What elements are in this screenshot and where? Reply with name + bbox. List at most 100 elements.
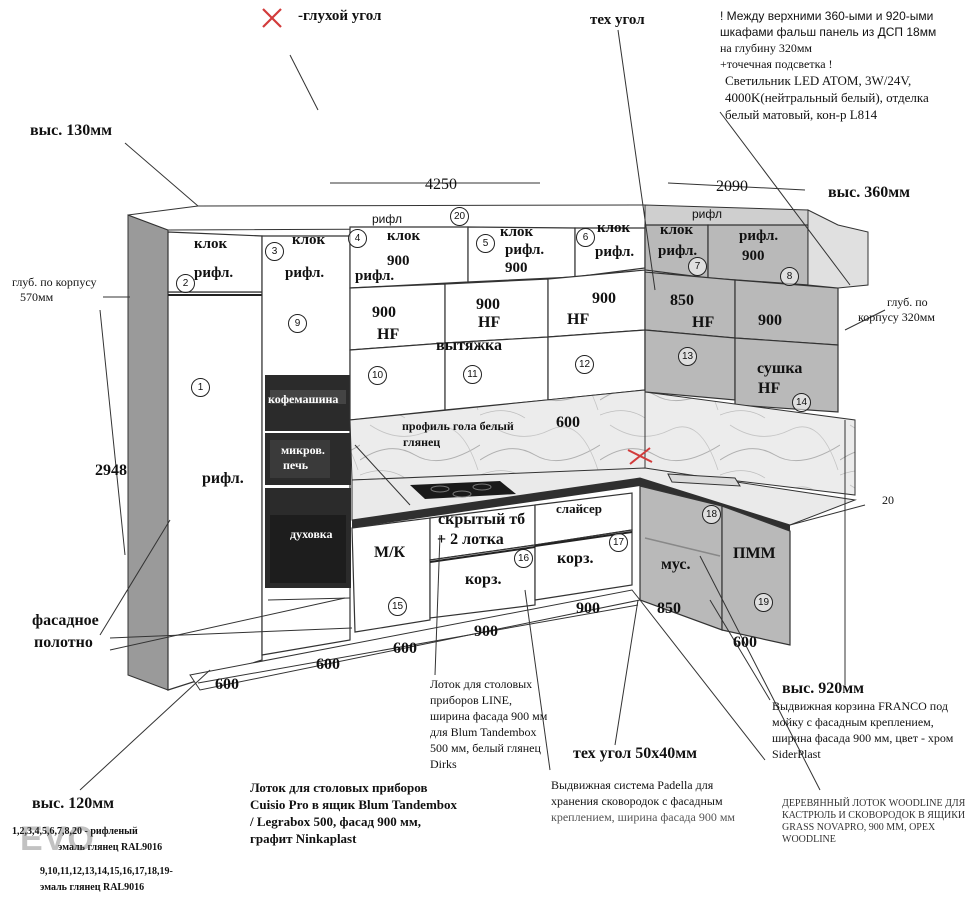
note-line-tray-2: приборов LINE, [430, 693, 512, 707]
base-grey [639, 485, 791, 646]
label-gola-b: глянец [403, 435, 441, 449]
label-900-5: 900 [505, 260, 528, 276]
note-enamel-4: эмаль глянец RAL9016 [40, 882, 145, 893]
note-line-tray-1: Лоток для столовых [430, 677, 533, 691]
label-dryer-hf: HF [758, 380, 781, 397]
tall-cabinet-1 [167, 291, 263, 691]
note-line-tray-5: 500 мм, белый глянец [430, 741, 541, 755]
label-gola-a: профиль гола белый [402, 419, 514, 433]
label-900-hf-b: 900 [476, 296, 500, 313]
note-line-5: Светильник LED ATOM, 3W/24V, [725, 73, 912, 88]
counter-edge [352, 478, 640, 528]
note-franco-2: мойку с фасадным креплением, [772, 715, 934, 729]
note-enamel-3: 9,10,11,12,13,14,15,16,17,18,19- [40, 866, 173, 877]
note-franco-3: ширина фасада 900 мм, цвет - хром [772, 731, 954, 745]
number-14: 14 [792, 393, 811, 412]
label-hf-c: HF [567, 311, 590, 328]
note-line-tray-6: Dirks [430, 757, 457, 771]
dim-20: 20 [882, 493, 894, 507]
dim-tech-corner-50: тех угол 50х40мм [573, 745, 698, 762]
note-woodline-1: ДЕРЕВЯННЫЙ ЛОТОК WOODLINE ДЛЯ [782, 798, 966, 809]
label-rifl-3: рифл. [285, 265, 325, 281]
dim-height-130: выс. 130мм [30, 122, 113, 139]
label-trash: мус. [661, 556, 691, 573]
number-18: 18 [702, 505, 721, 524]
label-klok-2: клок [194, 236, 228, 252]
label-tech-corner: тех угол [590, 12, 645, 28]
note-line-1: ! Между верхними 360-ыми и 920-ыми [720, 9, 934, 23]
label-rifl-7: рифл. [658, 243, 698, 259]
label-microwave-b: печь [283, 458, 309, 472]
cross-legend-icon [262, 8, 282, 28]
label-rifl-8: рифл. [739, 228, 779, 244]
dim-width-2090: 2090 [716, 178, 748, 195]
legend-blind-corner: -глухой угол [298, 8, 382, 24]
number-12: 12 [575, 355, 594, 374]
number-6: 6 [576, 228, 595, 247]
label-900-hf-a: 900 [372, 304, 396, 321]
number-9: 9 [288, 314, 307, 333]
note-woodline-4: WOODLINE [782, 834, 836, 845]
label-facade-a: фасадное [32, 612, 99, 629]
note-padella-1: Выдвижная система Padella для [551, 778, 714, 792]
dim-width-850: 850 [657, 600, 681, 617]
note-padella-3: креплением, ширина фасада 900 мм [551, 810, 736, 824]
number-20: 20 [450, 207, 469, 226]
label-hidden-tb-b: + 2 лотка [437, 531, 504, 548]
dim-width-600-right: 600 [733, 634, 757, 651]
number-5: 5 [476, 234, 495, 253]
note-cuisio-4: графит Ninkaplast [250, 831, 357, 846]
label-rifl-2: рифл. [194, 265, 234, 281]
label-rifl-top-a: рифл [372, 212, 402, 226]
label-hf-850: HF [692, 314, 715, 331]
number-19: 19 [754, 593, 773, 612]
label-klok-7: клок [660, 222, 694, 238]
note-line-2: шкафами фальш панель из ДСП 18мм [720, 25, 937, 39]
dim-height-920: выс. 920мм [782, 680, 865, 697]
label-rifl-top-b: рифл [692, 207, 722, 221]
number-17: 17 [609, 533, 628, 552]
number-15: 15 [388, 597, 407, 616]
label-slicer: слайсер [556, 501, 602, 516]
corner-cross-icon [627, 447, 653, 465]
dim-width-600-oven: 600 [316, 656, 340, 673]
label-rifl-4: рифл. [355, 268, 395, 284]
label-klok-6: клок [597, 220, 631, 236]
number-4: 4 [348, 229, 367, 248]
label-backsplash-600: 600 [556, 414, 580, 431]
number-2: 2 [176, 274, 195, 293]
dim-width-600-mk: 600 [393, 640, 417, 657]
label-microwave-a: микров. [281, 443, 325, 457]
number-8: 8 [780, 267, 799, 286]
label-850: 850 [670, 292, 694, 309]
side-panel-left [127, 214, 169, 691]
dim-depth-320-a: глуб. по [887, 295, 928, 309]
note-line-tray-4: для Blum Tandembox [430, 725, 537, 739]
upper-row-hf [349, 269, 646, 421]
dim-height-120: выс. 120мм [32, 795, 115, 812]
label-900-right: 900 [758, 312, 782, 329]
sink [667, 473, 741, 487]
upper-row-klok [349, 226, 646, 289]
number-11: 11 [463, 365, 482, 384]
label-oven: духовка [290, 527, 333, 541]
watermark-logo: EVO [20, 820, 95, 858]
label-basket-a: корз. [465, 571, 502, 588]
label-coffee: кофемашина [268, 392, 339, 406]
note-line-4: +точечная подсветка ! [720, 57, 833, 71]
note-franco-1: Выдвижная корзина FRANCO под [772, 699, 948, 713]
label-hood: вытяжка [436, 337, 503, 354]
label-klok-3: клок [292, 232, 326, 248]
note-padella-2: хранения сковородок с фасадным [551, 794, 723, 808]
label-basket-b: корз. [557, 550, 594, 567]
label-hf-b: HF [478, 314, 501, 331]
dim-height-2948: 2948 [95, 462, 127, 479]
label-900-hf-c: 900 [592, 290, 616, 307]
note-line-6: 4000K(нейтральный белый), отделка [725, 90, 929, 105]
note-enamel-1: 1,2,3,4,5,6,7,8,20 - рифленый [12, 826, 138, 837]
dim-depth-570-a: глуб. по корпусу [12, 275, 97, 289]
label-facade-b: полотно [34, 634, 93, 651]
label-900-4: 900 [387, 253, 410, 269]
dim-width-4250: 4250 [425, 176, 457, 193]
